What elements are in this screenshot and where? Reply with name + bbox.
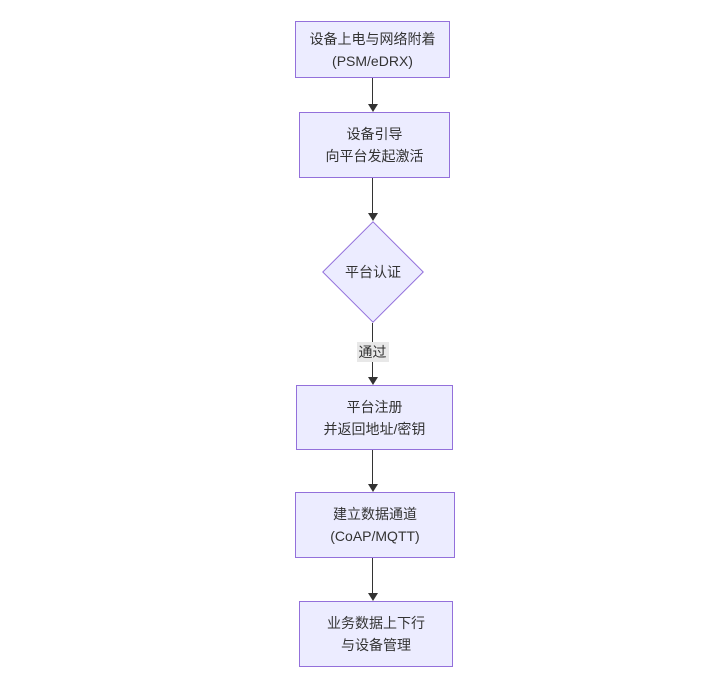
node-power-attach: 设备上电与网络附着 (PSM/eDRX) (295, 21, 450, 78)
arrow-down-icon (368, 593, 378, 601)
edge-auth-to-register: 通过 (356, 323, 389, 385)
node-business-management: 业务数据上下行 与设备管理 (299, 601, 453, 667)
edge-line (372, 558, 373, 595)
edge-register-to-channel (368, 450, 378, 492)
arrow-down-icon (368, 213, 378, 221)
node-label-line: 业务数据上下行 (327, 615, 425, 631)
node-platform-register: 平台注册 并返回地址/密钥 (296, 385, 453, 450)
node-label-line: 与设备管理 (341, 637, 411, 653)
node-auth-decision: 平台认证 (322, 221, 424, 323)
arrow-down-icon (368, 104, 378, 112)
edge-line (372, 178, 373, 215)
arrow-down-icon (368, 377, 378, 385)
node-label-line: 向平台发起激活 (325, 148, 424, 164)
node-label-line: (PSM/eDRX) (332, 52, 413, 69)
edge-line (372, 78, 373, 106)
node-label-line: 设备引导 (346, 126, 403, 142)
edge-channel-to-business (368, 558, 378, 601)
node-label-line: 建立数据通道 (333, 506, 417, 522)
node-label-line: 设备上电与网络附着 (309, 30, 436, 47)
node-data-channel: 建立数据通道 (CoAP/MQTT) (295, 492, 455, 558)
arrow-down-icon (368, 484, 378, 492)
node-label-line: (CoAP/MQTT) (330, 528, 420, 544)
edge-bootstrap-to-auth (368, 178, 378, 221)
node-label-line: 并返回地址/密钥 (323, 420, 426, 437)
node-label-line: 平台认证 (345, 264, 401, 280)
edge-line (372, 450, 373, 486)
node-bootstrap-activate: 设备引导 向平台发起激活 (299, 112, 450, 178)
edge-label-pass: 通过 (356, 342, 389, 362)
node-label-line: 平台注册 (346, 398, 403, 415)
edge-power-to-bootstrap (368, 78, 378, 112)
